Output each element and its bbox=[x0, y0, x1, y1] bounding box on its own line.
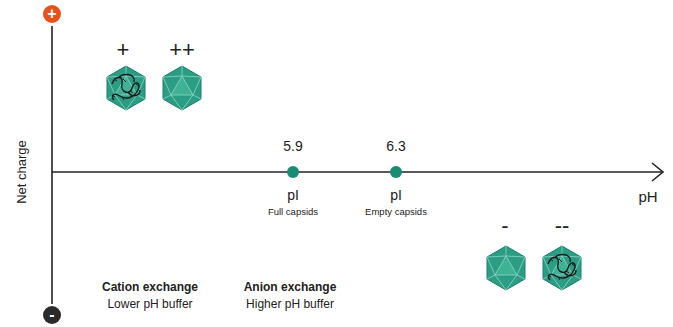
axis-arrow bbox=[652, 163, 663, 181]
method-title: Anion exchange bbox=[244, 281, 337, 294]
charge-sign: + bbox=[117, 38, 130, 62]
pi-value: 6.3 bbox=[386, 139, 405, 154]
method-note: Lower pH buffer bbox=[107, 298, 192, 311]
pi-label: pI bbox=[287, 188, 299, 203]
charge-sign: ++ bbox=[169, 38, 195, 62]
positive-marker: + bbox=[43, 5, 61, 23]
y-axis bbox=[51, 26, 53, 304]
pi-value: 5.9 bbox=[283, 139, 302, 154]
charge-sign: - bbox=[501, 214, 508, 238]
sign-text: - bbox=[49, 307, 54, 323]
pi-caption: Empty capsids bbox=[365, 207, 427, 217]
x-axis bbox=[52, 171, 662, 173]
axis-title: Net charge bbox=[15, 140, 29, 204]
axis-title: pH bbox=[638, 189, 657, 206]
full-capsid bbox=[107, 66, 145, 110]
sign-text: + bbox=[47, 6, 56, 22]
full-capsid bbox=[543, 246, 581, 290]
negative-marker: - bbox=[43, 306, 61, 324]
pi-caption: Full capsids bbox=[268, 207, 318, 217]
method-title: Cation exchange bbox=[102, 281, 198, 294]
pi-dot bbox=[287, 166, 299, 178]
method-note: Higher pH buffer bbox=[246, 298, 334, 311]
charge-sign: -- bbox=[555, 214, 570, 238]
pi-label: pI bbox=[390, 188, 402, 203]
empty-capsid bbox=[487, 246, 525, 290]
pi-dot bbox=[390, 166, 402, 178]
empty-capsid bbox=[163, 66, 201, 110]
